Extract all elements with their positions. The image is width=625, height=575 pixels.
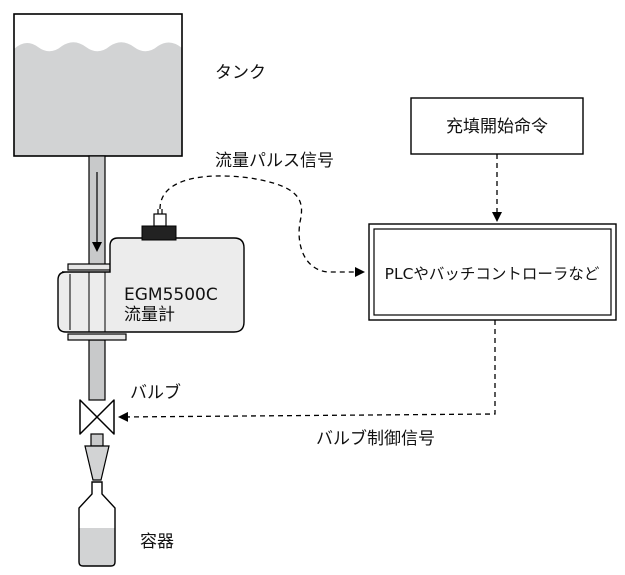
- funnel-cone: [84, 445, 110, 481]
- meter-name-label: 流量計: [124, 305, 175, 325]
- valve-symbol: [79, 399, 115, 435]
- container-outline: [78, 481, 116, 567]
- valve: [79, 399, 115, 435]
- container-liquid: [79, 528, 115, 566]
- container-label: 容器: [140, 532, 174, 552]
- pipe: [88, 155, 106, 401]
- terminal-block: [141, 225, 177, 241]
- controller-box-outer: [368, 223, 617, 321]
- connector: [153, 213, 167, 227]
- flange-bottom: [67, 333, 127, 341]
- funnel: [84, 433, 110, 481]
- valve-label: バルブ: [130, 382, 181, 403]
- tank-label: タンク: [215, 63, 266, 83]
- tank-liquid: [14, 42, 182, 157]
- flow-meter: [57, 209, 245, 341]
- valve-signal-line: [118, 320, 496, 422]
- controller-label: PLCやバッチコントローラなど: [385, 265, 600, 283]
- valve-signal-label: バルブ制御信号: [316, 428, 435, 449]
- meter-model-label: EGM5500C: [124, 285, 218, 305]
- controller-box-inner: [373, 228, 612, 316]
- pipe-lower: [88, 339, 106, 401]
- funnel-neck: [90, 433, 104, 447]
- fill-command-label: 充填開始命令: [446, 117, 548, 137]
- container: [78, 481, 116, 567]
- tank: [13, 13, 183, 157]
- pulse-signal-line: [159, 175, 365, 277]
- controller-box: [368, 223, 617, 321]
- pulse-signal-label: 流量パルス信号: [215, 151, 334, 171]
